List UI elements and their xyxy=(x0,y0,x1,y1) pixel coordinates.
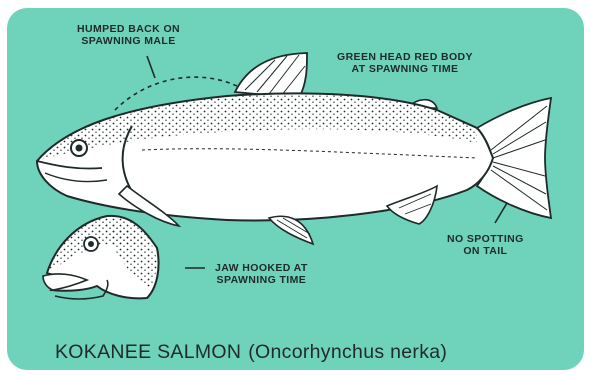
caption-title: KOKANEE SALMON (Oncorhynchus nerka) xyxy=(55,341,447,364)
illustration-card: HUMPED BACK ON SPAWNING MALE GREEN HEAD … xyxy=(7,8,584,370)
salmon-illustration xyxy=(7,8,584,370)
pelvic-fin xyxy=(269,216,313,244)
no-spotting-pointer xyxy=(495,203,507,223)
jaw-hooked-label: JAW HOOKED AT SPAWNING TIME xyxy=(215,262,308,286)
scientific-name: (Oncorhynchus nerka) xyxy=(248,341,447,363)
color-note-label: GREEN HEAD RED BODY AT SPAWNING TIME xyxy=(337,51,473,75)
humped-back-label: HUMPED BACK ON SPAWNING MALE xyxy=(77,23,180,47)
no-spotting-label: NO SPOTTING ON TAIL xyxy=(447,233,524,257)
humped-back-pointer xyxy=(147,56,155,78)
common-name: KOKANEE SALMON xyxy=(55,341,241,363)
